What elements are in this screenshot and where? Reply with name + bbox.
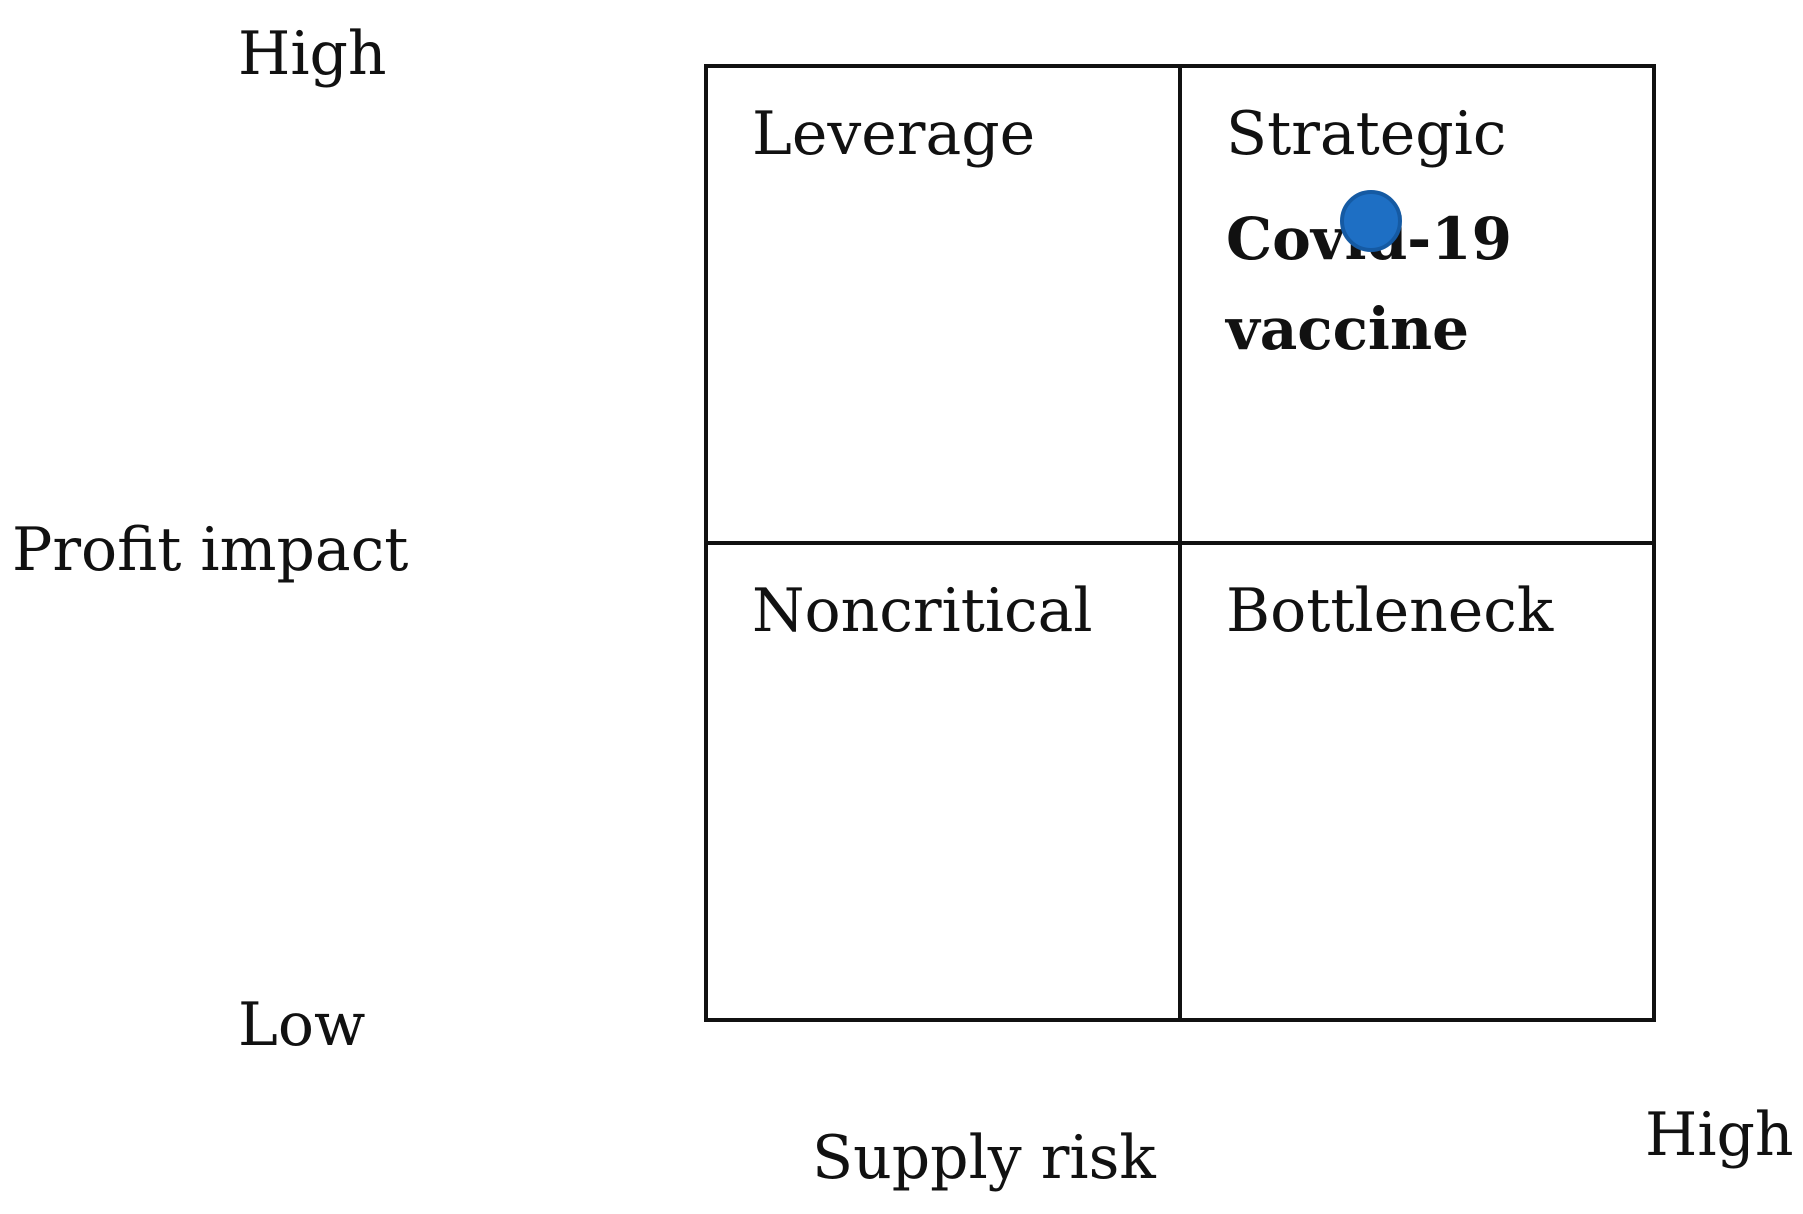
item-label: Covid-19 vaccine: [1226, 205, 1512, 363]
kraljic-matrix: Leverage Strategic Covid-19 vaccine Nonc…: [704, 64, 1656, 1022]
item-marker-dot: [1340, 190, 1402, 252]
y-axis-title: Profit impact: [12, 515, 409, 585]
y-axis-high-label: High: [238, 19, 387, 89]
quadrant-bottleneck: Bottleneck: [1180, 543, 1652, 1018]
quadrant-noncritical-label: Noncritical: [752, 576, 1093, 646]
quadrant-leverage-label: Leverage: [752, 99, 1036, 169]
quadrant-strategic: Strategic Covid-19 vaccine: [1180, 68, 1652, 543]
y-axis-low-label: Low: [238, 990, 366, 1060]
quadrant-strategic-label: Strategic: [1226, 99, 1507, 169]
x-axis-title: Supply risk: [812, 1123, 1156, 1193]
quadrant-bottleneck-label: Bottleneck: [1226, 576, 1554, 646]
quadrant-leverage: Leverage: [708, 68, 1180, 543]
x-axis-high-label: High: [1645, 1100, 1794, 1170]
quadrant-noncritical: Noncritical: [708, 543, 1180, 1018]
